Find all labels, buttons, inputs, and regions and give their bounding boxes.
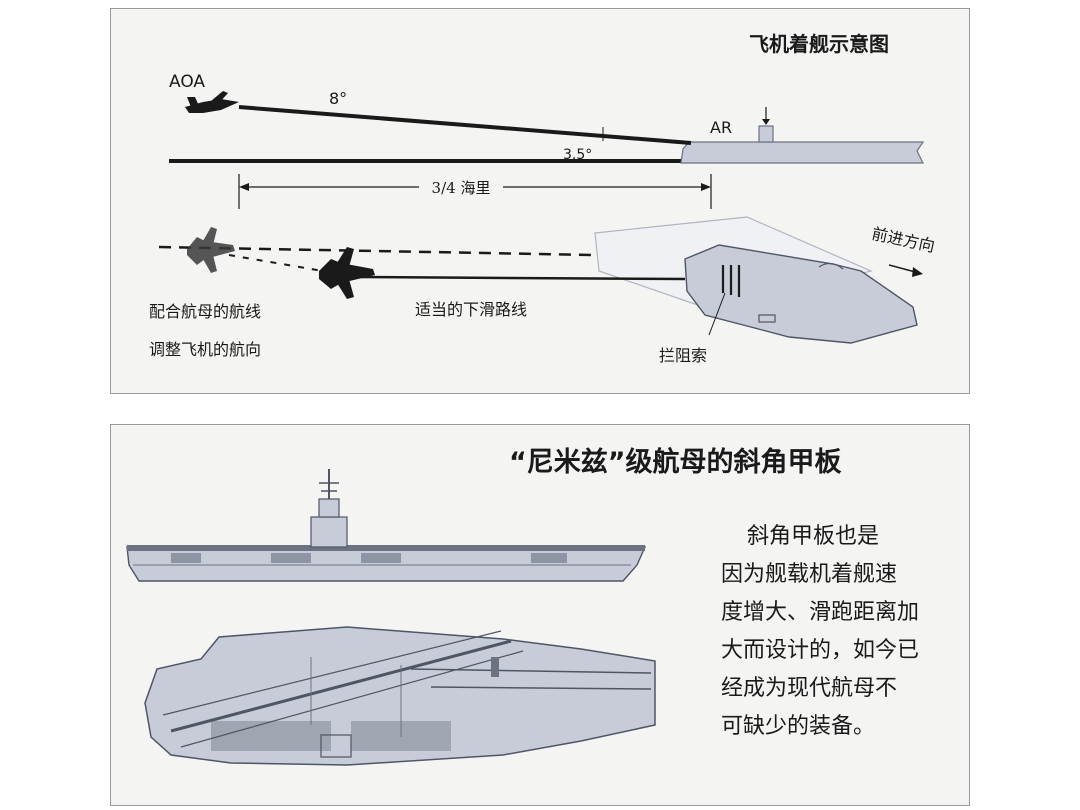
glide-route-line xyxy=(350,275,686,281)
correction-dashed xyxy=(228,254,324,272)
caption-arrest: 拦阻索 xyxy=(659,346,707,365)
distance-label: 3/4 海里 xyxy=(432,179,491,197)
direction-arrow-icon xyxy=(912,267,923,277)
landing-title: 飞机着舰示意图 xyxy=(749,32,889,56)
landing-diagram-panel: 飞机着舰示意图 AOA 8° 3.5° AR 3/4 海里 xyxy=(110,8,970,394)
nimitz-text-line4: 大而设计的，如今已 xyxy=(721,638,919,663)
angle-3-5: 3.5° xyxy=(563,147,592,163)
caption-left-line1: 配合航母的航线 xyxy=(149,302,261,321)
nimitz-panel: “尼米兹”级航母的斜角甲板 xyxy=(110,424,970,806)
carrier-top-view xyxy=(684,244,918,344)
carrier-top-island xyxy=(818,262,844,270)
nimitz-island xyxy=(310,469,348,548)
nimitz-text-line1: 斜角甲板也是 xyxy=(747,524,879,549)
nimitz-text-line5: 经成为现代航母不 xyxy=(721,676,897,701)
nimitz-side-profile xyxy=(126,469,647,582)
glide-slope-line xyxy=(238,105,692,145)
arrest-leader-line xyxy=(708,292,726,336)
carrier-side-hull xyxy=(680,141,925,164)
label-ar: AR xyxy=(710,118,732,137)
jet-top-icon xyxy=(319,247,375,299)
nimitz-text-line3: 度增大、滑跑距离加 xyxy=(721,600,919,625)
landing-diagram: 飞机着舰示意图 AOA 8° 3.5° AR 3/4 海里 xyxy=(149,32,937,365)
mast-arrow-icon xyxy=(762,119,770,125)
direction-label: 前进方向 xyxy=(870,224,937,256)
jet-side-icon xyxy=(185,91,239,113)
carrier-route-dashed xyxy=(158,245,592,257)
angle-8: 8° xyxy=(329,89,347,108)
nimitz-text-line2: 因为舰载机着舰速 xyxy=(721,562,897,587)
nimitz-text-line6: 可缺少的装备。 xyxy=(721,714,875,739)
caption-glide: 适当的下滑路线 xyxy=(415,300,527,319)
nimitz-title: “尼米兹”级航母的斜角甲板 xyxy=(509,446,842,478)
distance-dimension xyxy=(238,174,712,209)
carrier-island xyxy=(758,125,774,143)
caption-left-line2: 调整飞机的航向 xyxy=(149,340,261,359)
nimitz-deck-plan xyxy=(144,626,656,766)
nimitz-diagram: “尼米兹”级航母的斜角甲板 xyxy=(126,446,919,766)
elevator-mark xyxy=(758,314,776,323)
jet-top-ghost-icon xyxy=(187,227,235,273)
arresting-wires xyxy=(721,265,741,297)
label-aoa: AOA xyxy=(169,72,205,92)
